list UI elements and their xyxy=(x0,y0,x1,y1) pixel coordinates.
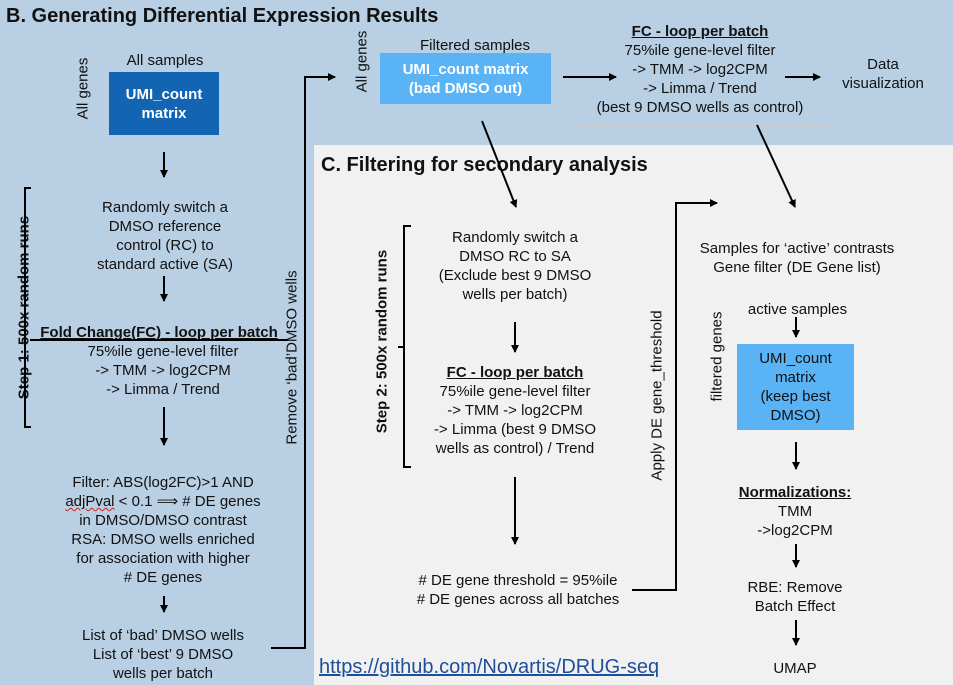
c-fc-line-4: wells as control) / Trend xyxy=(435,440,595,457)
fc-loop-batch-box xyxy=(569,13,830,127)
umi-keep-line-1: UMI_count xyxy=(759,350,832,367)
active-line-1: Samples for ‘active’ contrasts xyxy=(699,240,895,257)
switch-line-2: DMSO reference xyxy=(108,218,222,235)
filter-line-2-rest: < 0.1 ⟹ # DE genes xyxy=(114,493,261,510)
umi-bad-line-1: UMI_count matrix xyxy=(402,60,529,78)
rbe-text: RBE: Remove Batch Effect xyxy=(725,578,865,616)
step2-bracket xyxy=(403,225,411,468)
arrow-umi-to-panel-c xyxy=(481,120,518,208)
fc-loop-text: 75%ile gene-level filter -> TMM -> log2C… xyxy=(48,342,278,399)
adjpval-word: adjPval xyxy=(65,493,115,510)
c-fc-line-1: 75%ile gene-level filter xyxy=(439,383,591,400)
active-contrasts-text: Samples for ‘active’ contrasts Gene filt… xyxy=(682,239,912,277)
data-vis-line-2: visualization xyxy=(842,75,924,92)
fc-batch-line-4: (best 9 DMSO wells as control) xyxy=(596,99,804,116)
switch-line-4: standard active (SA) xyxy=(97,256,233,273)
switch-line-1: Randomly switch a xyxy=(102,199,228,216)
data-visualization-label: Data visualization xyxy=(830,55,936,93)
rbe-line-1: RBE: Remove xyxy=(747,579,843,596)
arrow-remove-bad-path xyxy=(271,73,336,649)
panel-b-title: B. Generating Differential Expression Re… xyxy=(6,5,439,27)
umap-label: UMAP xyxy=(773,660,817,677)
c-fc-text: FC - loop per batch 75%ile gene-level fi… xyxy=(410,363,620,458)
randomly-switch-text: Randomly switch a DMSO reference control… xyxy=(60,198,270,274)
umi-bad-line-2: (bad DMSO out) xyxy=(408,79,523,97)
fc-batch-text: FC - loop per batch 75%ile gene-level fi… xyxy=(575,22,825,117)
umi-box-line-1: UMI_count xyxy=(125,85,203,103)
github-link[interactable]: https://github.com/Novartis/DRUG-seq xyxy=(319,656,660,678)
arrow-fc-batch-to-active xyxy=(756,124,796,208)
umi-keep-line-4: DMSO) xyxy=(770,407,821,424)
data-vis-line-1: Data xyxy=(867,56,899,73)
c-switch-line-4: wells per batch) xyxy=(462,286,568,303)
c-fc-line-2: -> TMM -> log2CPM xyxy=(447,402,583,419)
filter-line-5: for association with higher xyxy=(76,550,250,567)
threshold-line-2: # DE genes across all batches xyxy=(416,591,620,608)
fc-batch-line-3: -> Limma / Trend xyxy=(643,80,757,97)
filter-line-4: RSA: DMSO wells enriched xyxy=(71,531,255,548)
filter-text: Filter: ABS(log2FC)>1 AND adjPval < 0.1 … xyxy=(38,473,288,587)
threshold-text: # DE gene threshold = 95%ile # DE genes … xyxy=(398,571,638,609)
umi-count-bad-dmso-out-box: UMI_count matrix(bad DMSO out) xyxy=(380,53,551,104)
threshold-line-1: # DE gene threshold = 95%ile xyxy=(418,572,618,589)
umi-box-line-2: matrix xyxy=(141,104,187,122)
filtered-samples-label: Filtered samples xyxy=(419,37,531,54)
list-line-1: List of ‘bad’ DMSO wells xyxy=(82,627,244,644)
arrow-apply-threshold-path xyxy=(632,199,718,591)
filter-line-6: # DE genes xyxy=(123,569,203,586)
c-switch-line-3: (Exclude best 9 DMSO xyxy=(438,267,592,284)
active-line-2: Gene filter (DE Gene list) xyxy=(713,259,881,276)
panel-c-title: C. Filtering for secondary analysis xyxy=(321,154,648,176)
c-switch-line-2: DMSO RC to SA xyxy=(459,248,571,265)
fc-batch-title: FC - loop per batch xyxy=(631,23,769,40)
list-line-3: wells per batch xyxy=(112,665,214,682)
umi-keep-line-3: (keep best xyxy=(760,388,831,405)
fc-line-3: -> Limma / Trend xyxy=(106,381,220,398)
active-samples-label: active samples xyxy=(747,301,848,318)
dmso-list-text: List of ‘bad’ DMSO wells List of ‘best’ … xyxy=(50,626,276,683)
list-line-2: List of ‘best’ 9 DMSO xyxy=(92,646,234,663)
fc-batch-line-2: -> TMM -> log2CPM xyxy=(632,61,768,78)
c-fc-title: FC - loop per batch xyxy=(446,364,584,381)
c-switch-line-1: Randomly switch a xyxy=(452,229,578,246)
filter-line-2: adjPval < 0.1 ⟹ # DE genes xyxy=(38,492,288,511)
all-samples-label: All samples xyxy=(126,52,204,69)
step1-bracket xyxy=(24,187,31,428)
norm-line-1: TMM xyxy=(777,503,813,520)
normalizations-text: Normalizations: TMM ->log2CPM xyxy=(725,483,865,540)
fc-line-1: 75%ile gene-level filter xyxy=(87,343,239,360)
switch-line-3: control (RC) to xyxy=(116,237,214,254)
rbe-line-2: Batch Effect xyxy=(754,598,836,615)
norm-title: Normalizations: xyxy=(738,484,852,501)
norm-line-2: ->log2CPM xyxy=(757,522,833,539)
umi-keep-line-2: matrix xyxy=(775,369,816,386)
filter-line-3: in DMSO/DMSO contrast xyxy=(79,512,247,529)
fc-line-2: -> TMM -> log2CPM xyxy=(95,362,231,379)
fc-batch-line-1: 75%ile gene-level filter xyxy=(624,42,776,59)
filter-line-1: Filter: ABS(log2FC)>1 AND xyxy=(72,474,254,491)
fc-loop-title: Fold Change(FC) - loop per batch xyxy=(40,324,278,341)
umi-count-keep-best-box: UMI_count matrix (keep best DMSO) xyxy=(737,344,854,430)
c-switch-text: Randomly switch a DMSO RC to SA (Exclude… xyxy=(410,228,620,304)
c-fc-line-3: -> Limma (best 9 DMSO xyxy=(433,421,597,438)
